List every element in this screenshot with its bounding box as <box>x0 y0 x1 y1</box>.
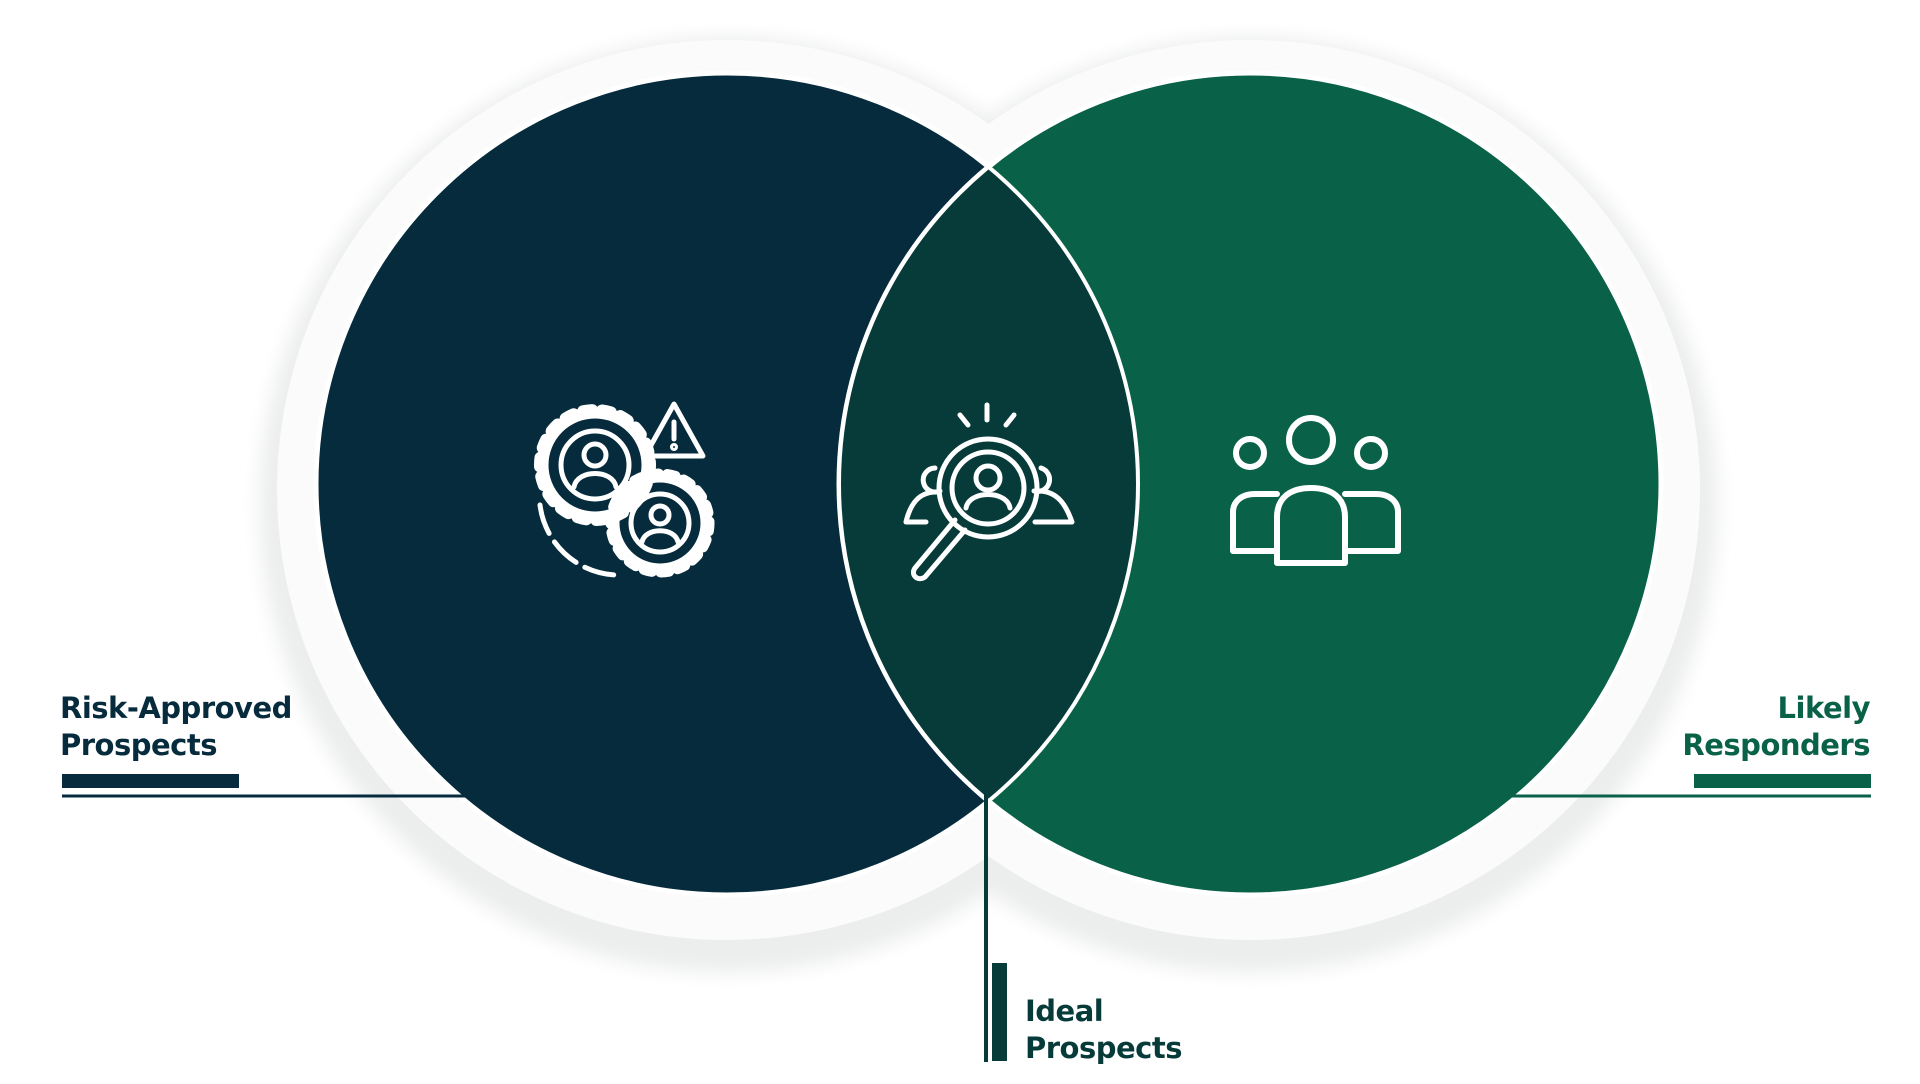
label-line: Responders <box>1682 728 1870 762</box>
label-accent-bar-right <box>1694 774 1871 788</box>
label-line: Risk-Approved <box>60 691 292 725</box>
left-outline <box>314 71 1140 897</box>
set-label-risk-approved-prospects: Risk-Approved Prospects <box>60 690 292 764</box>
label-line: Prospects <box>60 728 217 762</box>
leader-left <box>62 620 626 798</box>
leader-center <box>984 595 1007 1062</box>
intersection-region <box>839 73 1138 895</box>
label-line: Likely <box>1777 691 1871 725</box>
intersection-label-ideal-prospects: Ideal Prospects <box>1025 993 1182 1067</box>
label-accent-bar-center <box>992 963 1007 1061</box>
gears-people-warning-icon <box>534 401 715 578</box>
set-label-likely-responders: Likely Responders <box>1682 690 1870 764</box>
right-outline <box>837 71 1663 897</box>
label-line: Ideal <box>1025 994 1104 1028</box>
magnifier-person-search-icon <box>903 402 1075 582</box>
label-accent-bar-left <box>62 774 239 788</box>
group-people-icon <box>1230 415 1401 566</box>
leader-right <box>1305 620 1871 798</box>
label-line: Prospects <box>1025 1031 1182 1065</box>
